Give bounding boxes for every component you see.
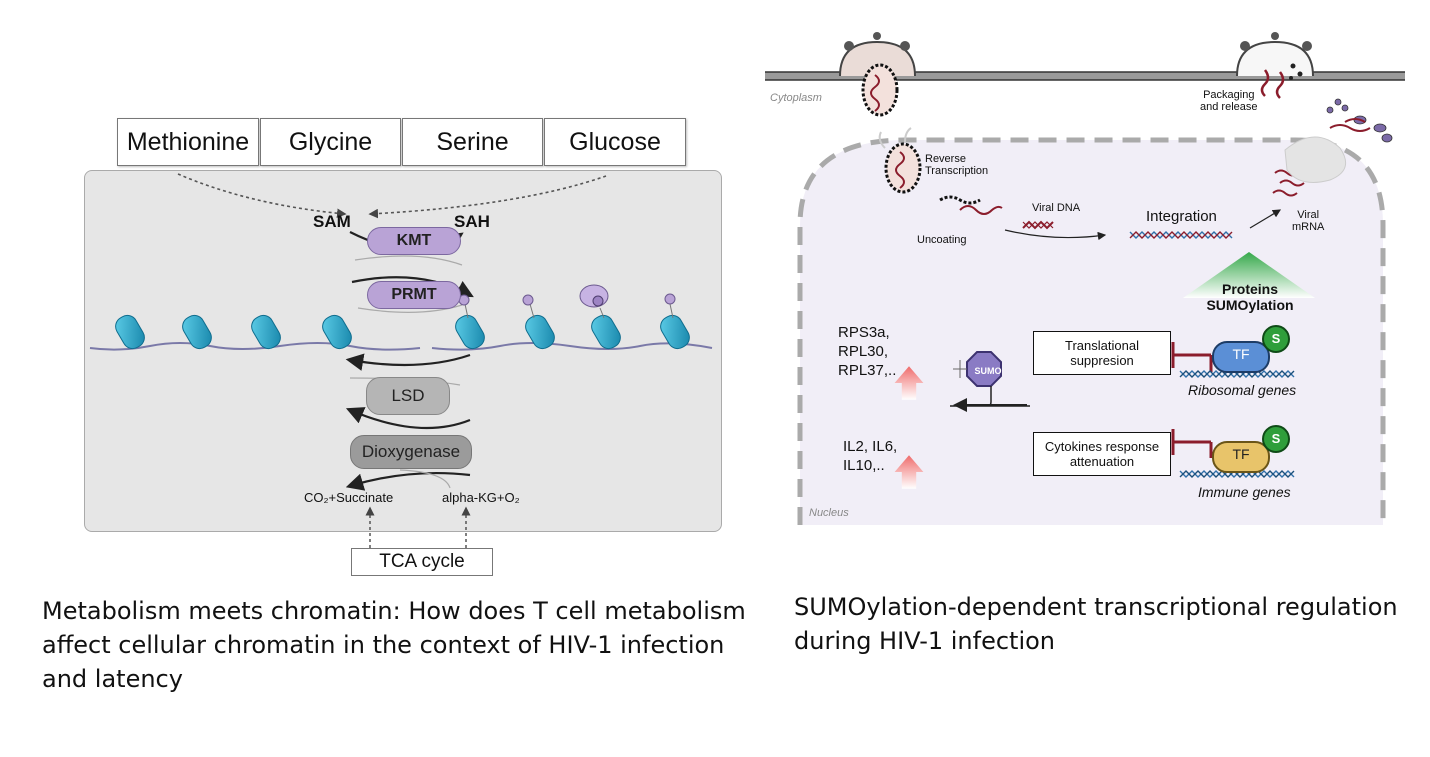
reverse-transcription-label: Reverse Transcription — [925, 153, 988, 177]
lsd-arrow-1 — [345, 353, 471, 371]
tf-label: TF — [1232, 446, 1250, 462]
packaging-line: and release — [1200, 101, 1258, 113]
cytokine-box-line: Cytokines response — [1044, 439, 1160, 454]
alpha-kg-label: alpha-KG+O₂ — [442, 490, 520, 505]
sumo-s-circle — [1262, 325, 1290, 353]
ribosomal-protein: RPL30, — [838, 343, 889, 360]
viral-mrna-line: Viral — [1297, 209, 1320, 221]
envelope-spike — [844, 32, 910, 51]
ribosomal-proteins-list: RPS3a, RPL30, RPL37,.. — [838, 323, 896, 380]
ribosomal-protein: RPL37,.. — [838, 362, 897, 379]
nucleosome — [455, 314, 485, 350]
nucleosome — [660, 314, 690, 350]
viral-mrna-label: Viral mRNA — [1292, 209, 1324, 233]
substrate-glycine: Glycine — [260, 118, 401, 166]
immune-genes-label: Immune genes — [1198, 484, 1291, 500]
nucleosome — [115, 314, 145, 350]
translational-line: suppresion — [1070, 353, 1134, 368]
dna-strand-right — [431, 342, 713, 351]
dioxygenase-enzyme: Dioxygenase — [350, 435, 472, 469]
reverse-transcription-line: Transcription — [925, 165, 989, 177]
dioxygenase-arrow — [345, 471, 471, 491]
host-dna-integration — [1129, 231, 1233, 239]
nucleosome — [182, 314, 212, 350]
cytokine-list: IL2, IL6, IL10,.. — [843, 437, 897, 475]
sam-label: SAM — [313, 212, 351, 231]
methionine-to-sam-arrow — [177, 173, 347, 219]
right-caption: SUMOylation-dependent transcriptional re… — [794, 590, 1398, 658]
ribosomal-protein: RPS3a, — [838, 324, 890, 341]
tf-blue — [1212, 341, 1270, 373]
caption-line: during HIV-1 infection — [794, 627, 1056, 655]
nucleosome — [322, 314, 352, 350]
cytokine: IL2, IL6, — [843, 438, 898, 455]
substrate-methionine: Methionine — [117, 118, 259, 166]
ribosomal-gene-dna — [1179, 370, 1295, 378]
caption-line: SUMOylation-dependent transcriptional re… — [794, 593, 1398, 621]
ribosomal-genes-label: Ribosomal genes — [1188, 382, 1297, 398]
reader-protein — [579, 284, 609, 319]
viral-dna-label: Viral DNA — [1032, 202, 1081, 214]
sumo-s-circle — [1262, 425, 1290, 453]
viral-mrna-line: mRNA — [1292, 221, 1325, 233]
sumoylation-triangle — [1183, 252, 1315, 298]
dna-strand-left — [89, 342, 421, 351]
caption-line: and latency — [42, 665, 183, 693]
nucleosome — [591, 314, 621, 350]
nucleus-label: Nucleus — [809, 507, 849, 519]
upregulation-arrow-2 — [894, 455, 924, 489]
cytoplasm-label: Cytoplasm — [770, 92, 822, 104]
packaging-label: Packaging and release — [1200, 89, 1258, 113]
cytokine: IL10,.. — [843, 457, 885, 474]
proteins-sumoylation-line: SUMOylation — [1206, 297, 1294, 313]
prmt-enzyme: PRMT — [367, 281, 461, 309]
nucleosome — [251, 314, 281, 350]
cytokine-box-line: attenuation — [1069, 454, 1135, 469]
lsd-enzyme: LSD — [366, 377, 450, 415]
viral-capsid — [861, 63, 899, 117]
integration-label: Integration — [1146, 208, 1217, 225]
translational-line: Translational — [1065, 338, 1139, 353]
caption-line: affect cellular chromatin in the context… — [42, 631, 725, 659]
plasma-membrane — [765, 72, 1405, 80]
kmt-enzyme: KMT — [367, 227, 461, 255]
translational-suppression-box: Translational suppresion — [1033, 331, 1171, 375]
entering-virion — [839, 40, 916, 77]
substrate-glucose: Glucose — [544, 118, 686, 166]
uncoating-label: Uncoating — [917, 234, 967, 246]
methyl-mark — [522, 294, 535, 319]
released-virions — [1326, 98, 1393, 143]
lysine-linker — [953, 360, 967, 378]
glucose-to-sam-arrow — [368, 175, 607, 219]
sumo-s-label: S — [1271, 331, 1281, 346]
packaging-line: Packaging — [1203, 89, 1255, 101]
immune-gene-dna — [1179, 470, 1295, 478]
sah-label: SAH — [454, 212, 490, 231]
sumo-s-label: S — [1271, 431, 1281, 446]
left-caption: Metabolism meets chromatin: How does T c… — [42, 594, 746, 696]
nucleosome — [525, 314, 555, 350]
caption-line: Metabolism meets chromatin: How does T c… — [42, 597, 746, 625]
reverse-transcription-line: Reverse — [925, 153, 966, 165]
co2-succinate-label: CO₂+Succinate — [304, 490, 394, 505]
sumo-label: SUMO — [974, 366, 1002, 376]
tca-cycle-box: TCA cycle — [351, 548, 493, 576]
chromatin-diagram — [89, 173, 713, 548]
reverse-transcription-capsid — [884, 142, 922, 194]
proteins-sumoylation-line: Proteins — [1221, 281, 1278, 297]
substrate-serine: Serine — [402, 118, 543, 166]
lsd-arrow-2 — [345, 407, 471, 430]
proteins-sumoylation-label: Proteins SUMOylation — [1200, 281, 1300, 313]
methyl-mark — [664, 293, 676, 319]
tf-yellow — [1212, 441, 1270, 473]
nuclear-pore-exit — [1284, 136, 1347, 183]
methyl-mark — [458, 294, 470, 319]
tf-label: TF — [1232, 346, 1250, 362]
upregulation-arrow-1 — [894, 366, 924, 400]
cytokine-attenuation-box: Cytokines response attenuation — [1033, 432, 1171, 476]
